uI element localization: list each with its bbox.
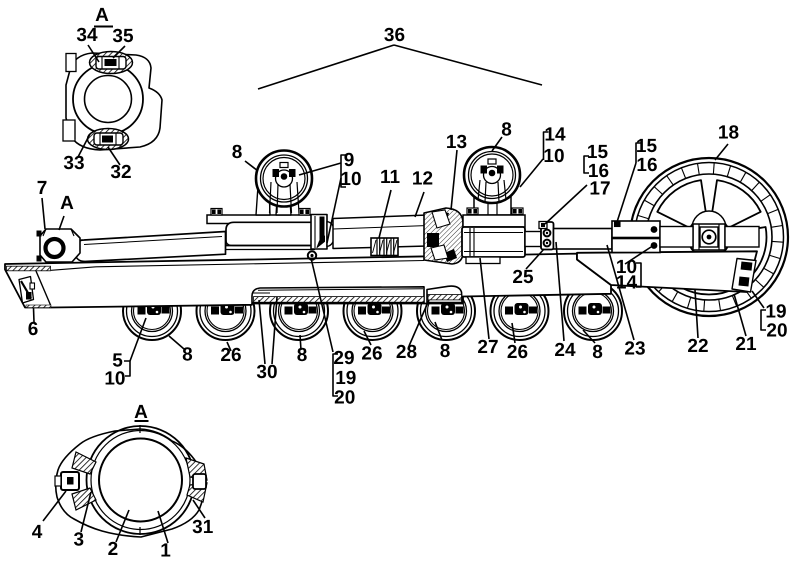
svg-text:31: 31 — [192, 517, 214, 538]
svg-text:A: A — [134, 402, 148, 423]
svg-text:2: 2 — [108, 539, 119, 560]
svg-text:22: 22 — [687, 336, 708, 357]
svg-text:36: 36 — [384, 25, 405, 46]
svg-text:16: 16 — [636, 155, 657, 176]
svg-text:35: 35 — [112, 26, 134, 47]
svg-text:4: 4 — [32, 522, 43, 543]
svg-text:25: 25 — [512, 267, 534, 288]
svg-text:8: 8 — [501, 120, 512, 141]
svg-text:33: 33 — [63, 153, 84, 174]
svg-text:29: 29 — [333, 348, 354, 369]
svg-text:9: 9 — [344, 150, 355, 171]
svg-text:11: 11 — [380, 167, 401, 188]
svg-text:A: A — [60, 193, 74, 214]
svg-text:10: 10 — [543, 146, 564, 167]
svg-text:23: 23 — [624, 339, 645, 360]
svg-text:8: 8 — [182, 345, 193, 366]
svg-text:A: A — [95, 5, 109, 26]
svg-text:8: 8 — [232, 142, 243, 163]
svg-text:5: 5 — [112, 351, 123, 372]
svg-text:28: 28 — [396, 342, 417, 363]
svg-text:13: 13 — [446, 132, 467, 153]
svg-text:18: 18 — [718, 123, 739, 144]
svg-text:1: 1 — [160, 541, 171, 562]
svg-text:14: 14 — [544, 125, 566, 146]
svg-text:7: 7 — [37, 178, 48, 199]
svg-text:27: 27 — [477, 337, 498, 358]
svg-text:10: 10 — [340, 169, 361, 190]
svg-text:6: 6 — [28, 319, 39, 340]
svg-text:20: 20 — [334, 388, 355, 409]
svg-text:10: 10 — [616, 257, 637, 278]
svg-text:8: 8 — [592, 342, 603, 363]
svg-text:30: 30 — [256, 362, 277, 383]
svg-text:17: 17 — [589, 179, 610, 200]
svg-text:21: 21 — [735, 334, 757, 355]
svg-text:16: 16 — [588, 161, 609, 182]
svg-text:15: 15 — [587, 142, 609, 163]
svg-text:14: 14 — [616, 273, 638, 294]
svg-text:15: 15 — [636, 136, 658, 157]
svg-text:12: 12 — [412, 169, 433, 190]
svg-text:34: 34 — [76, 25, 98, 46]
svg-text:26: 26 — [507, 342, 528, 363]
svg-text:24: 24 — [554, 340, 576, 361]
svg-text:3: 3 — [74, 530, 85, 551]
svg-text:32: 32 — [110, 162, 131, 183]
svg-text:20: 20 — [766, 321, 787, 342]
svg-text:19: 19 — [765, 302, 786, 323]
svg-text:10: 10 — [104, 369, 125, 390]
svg-text:8: 8 — [440, 341, 451, 362]
svg-text:26: 26 — [220, 345, 241, 366]
svg-text:19: 19 — [335, 368, 356, 389]
svg-text:8: 8 — [297, 345, 308, 366]
svg-text:26: 26 — [361, 344, 382, 365]
